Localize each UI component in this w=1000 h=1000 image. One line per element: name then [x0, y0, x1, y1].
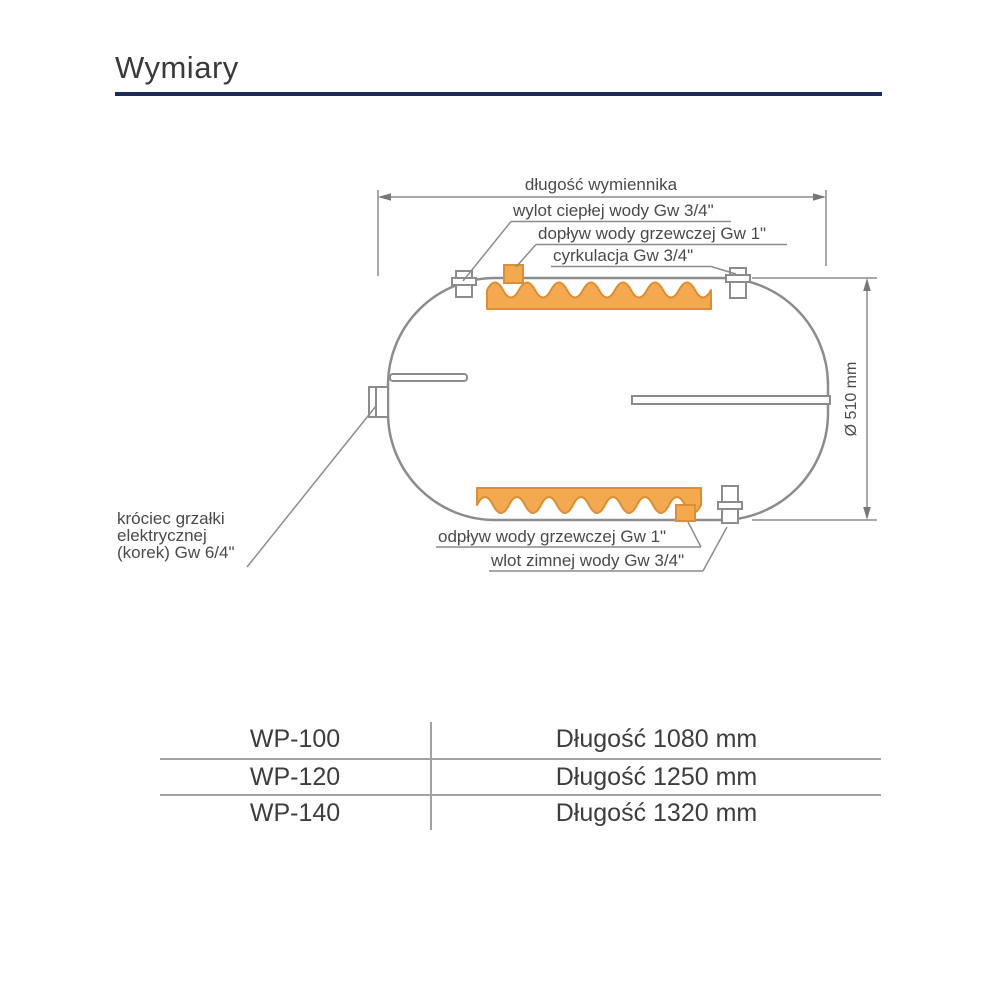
heating-water-outlet-label: odpływ wody grzewczej Gw 1"	[438, 527, 666, 546]
model-cell: WP-100	[249, 725, 341, 753]
heater-socket-leader	[246, 405, 377, 568]
circulation-label: cyrkulacja Gw 3/4"	[553, 246, 693, 265]
bottom-heating-coil	[476, 487, 702, 514]
spec-table: WP-100 Długość 1080 mm WP-120 Długość 12…	[160, 722, 881, 830]
heating-water-inlet-label: dopływ wody grzewczej Gw 1"	[538, 224, 766, 243]
flange-body	[729, 281, 747, 299]
length-dimension-label: długość wymiennika	[525, 175, 678, 194]
table-row: WP-120 Długość 1250 mm	[160, 758, 881, 794]
heating-water-inlet-leader	[515, 244, 537, 268]
hot-water-outlet-leader	[462, 221, 512, 282]
length-cell: Długość 1250 mm	[430, 760, 881, 794]
cold-water-inlet-stub	[717, 485, 743, 524]
arrow-down-icon	[863, 507, 871, 520]
model-cell: WP-120	[249, 763, 341, 791]
heating-water-outlet-leader	[687, 521, 702, 548]
cold-water-inlet-label: wlot zimnej wody Gw 3/4"	[490, 551, 684, 570]
arrow-left-icon	[378, 193, 391, 201]
page-title: Wymiary	[115, 50, 239, 85]
length-cell: Długość 1080 mm	[430, 722, 881, 758]
heater-socket-label-line1: króciec grzałki	[117, 509, 225, 528]
cold-water-inlet-leader	[702, 526, 728, 572]
diameter-dimension-label: Ø 510 mm	[843, 362, 860, 437]
hot-water-outlet-label: wylot ciepłej wody Gw 3/4"	[512, 201, 714, 220]
title-underline	[115, 92, 882, 96]
model-cell: WP-140	[249, 799, 341, 827]
table-row: WP-140 Długość 1320 mm	[160, 794, 881, 830]
thermowell-tube	[389, 373, 468, 382]
heater-socket-label-line3: (korek) Gw 6/4"	[117, 543, 235, 562]
diameter-dimension	[752, 277, 877, 521]
heater-socket-label-line2: elektrycznej	[117, 526, 207, 545]
flange-body	[721, 485, 739, 503]
flange-body	[455, 284, 473, 298]
heating-water-outlet-stub	[675, 504, 696, 522]
circulation-leader	[710, 265, 737, 275]
coil-return-tube	[631, 395, 831, 405]
heating-water-inlet-stub	[503, 264, 524, 284]
length-cell: Długość 1320 mm	[430, 796, 881, 830]
top-heating-coil	[486, 281, 712, 310]
flange-collar	[717, 501, 743, 510]
socket-body	[368, 386, 389, 418]
flange-cap	[729, 267, 747, 276]
arrow-right-icon	[813, 193, 826, 201]
circulation-stub	[725, 267, 751, 299]
flange-collar	[725, 274, 751, 283]
flange-cap	[721, 508, 739, 524]
hot-water-outlet-stub	[451, 270, 477, 298]
table-row: WP-100 Długość 1080 mm	[160, 722, 881, 758]
length-dimension	[377, 190, 827, 276]
heater-socket-stub	[368, 386, 389, 418]
arrow-up-icon	[863, 278, 871, 291]
